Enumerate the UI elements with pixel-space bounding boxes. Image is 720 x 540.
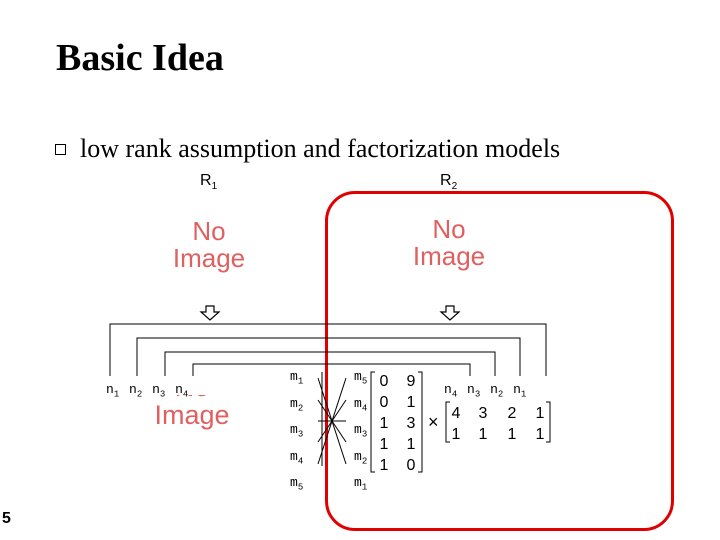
matrix-cell: 4 <box>452 405 461 422</box>
m-label: m1 <box>290 369 304 387</box>
matrix-cell: 1 <box>536 426 545 443</box>
matrix-cell: 1 <box>407 436 416 453</box>
no-image-placeholder-bottom: No Image <box>154 395 230 431</box>
matrix-cell: 1 <box>536 405 545 422</box>
matrix-cell: 1 <box>380 415 389 432</box>
m-label: m4 <box>290 448 304 467</box>
m-index-column-left: m1 m2 m3 m4 m5 <box>290 366 303 499</box>
matrix-left-values: 0 9 0 1 1 3 1 1 1 0 <box>380 373 416 474</box>
matrix-cell: 1 <box>380 436 389 453</box>
matrix-cell: 1 <box>479 426 488 443</box>
highlight-rounded-box <box>325 191 674 531</box>
matrix-cell: 3 <box>407 415 416 432</box>
matrix-cell: 3 <box>479 405 488 422</box>
r2-label: R2 <box>440 172 458 193</box>
matrix-cell: 2 <box>508 405 517 422</box>
m-label: m5 <box>354 369 368 387</box>
n-index-row-left: n1 n2 n3 n4 <box>106 382 189 400</box>
m-label: m5 <box>290 475 304 493</box>
matrix-cell: 0 <box>380 394 389 411</box>
down-arrow-icon-right <box>439 305 461 321</box>
multiply-operator: × <box>428 412 439 432</box>
matrix-cell: 9 <box>407 373 416 390</box>
m-label: m2 <box>354 448 368 467</box>
matrix-cell: 1 <box>508 426 517 443</box>
matrix-cell: 1 <box>380 457 389 474</box>
bullet-text: low rank assumption and factorization mo… <box>80 134 561 163</box>
no-image-placeholder-r1: No Image <box>172 216 246 274</box>
page-number: 5 <box>2 510 11 527</box>
m-label: m1 <box>354 475 368 493</box>
n-index-row-right: n4 n3 n2 n1 <box>444 382 527 400</box>
matrix-cell: 1 <box>452 426 461 443</box>
matrix-cell: 1 <box>407 394 416 411</box>
m-label: m3 <box>354 422 368 440</box>
m-index-column-right: m5 m4 m3 m2 m1 <box>354 366 367 499</box>
no-image-placeholder-r2: No Image <box>412 214 486 272</box>
matrix-cell: 0 <box>407 457 416 474</box>
m-label: m4 <box>354 395 368 414</box>
r1-label: R1 <box>200 172 218 193</box>
bullet-square-icon <box>55 144 66 155</box>
matrix-cell: 0 <box>380 373 389 390</box>
m-label: m2 <box>290 395 304 414</box>
m-label: m3 <box>290 422 304 440</box>
down-arrow-icon-left <box>199 305 221 321</box>
slide-title: Basic Idea <box>56 37 224 79</box>
matrix-right-values: 4 3 2 1 1 1 1 1 <box>452 405 545 443</box>
